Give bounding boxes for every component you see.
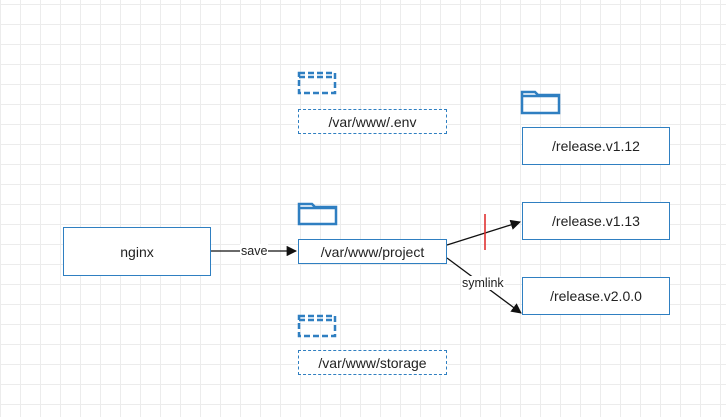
node-storage[interactable]: /var/www/storage — [298, 350, 447, 375]
edge-label-save: save — [240, 244, 269, 258]
node-release-v2-0-0[interactable]: /release.v2.0.0 — [522, 277, 670, 315]
edge-label-symlink: symlink — [461, 276, 505, 290]
folder-dashed-icon-storage — [297, 314, 337, 338]
folder-icon-releases — [520, 90, 561, 115]
node-nginx[interactable]: nginx — [63, 227, 211, 276]
node-release-v1-12[interactable]: /release.v1.12 — [522, 127, 670, 165]
node-project[interactable]: /var/www/project — [298, 239, 447, 264]
folder-icon-project — [297, 202, 338, 226]
node-release-v1-13[interactable]: /release.v1.13 — [522, 202, 670, 240]
edge-project-release-v1-13 — [446, 219, 521, 246]
folder-dashed-icon-env — [297, 71, 337, 95]
node-env[interactable]: /var/www/.env — [298, 109, 447, 134]
